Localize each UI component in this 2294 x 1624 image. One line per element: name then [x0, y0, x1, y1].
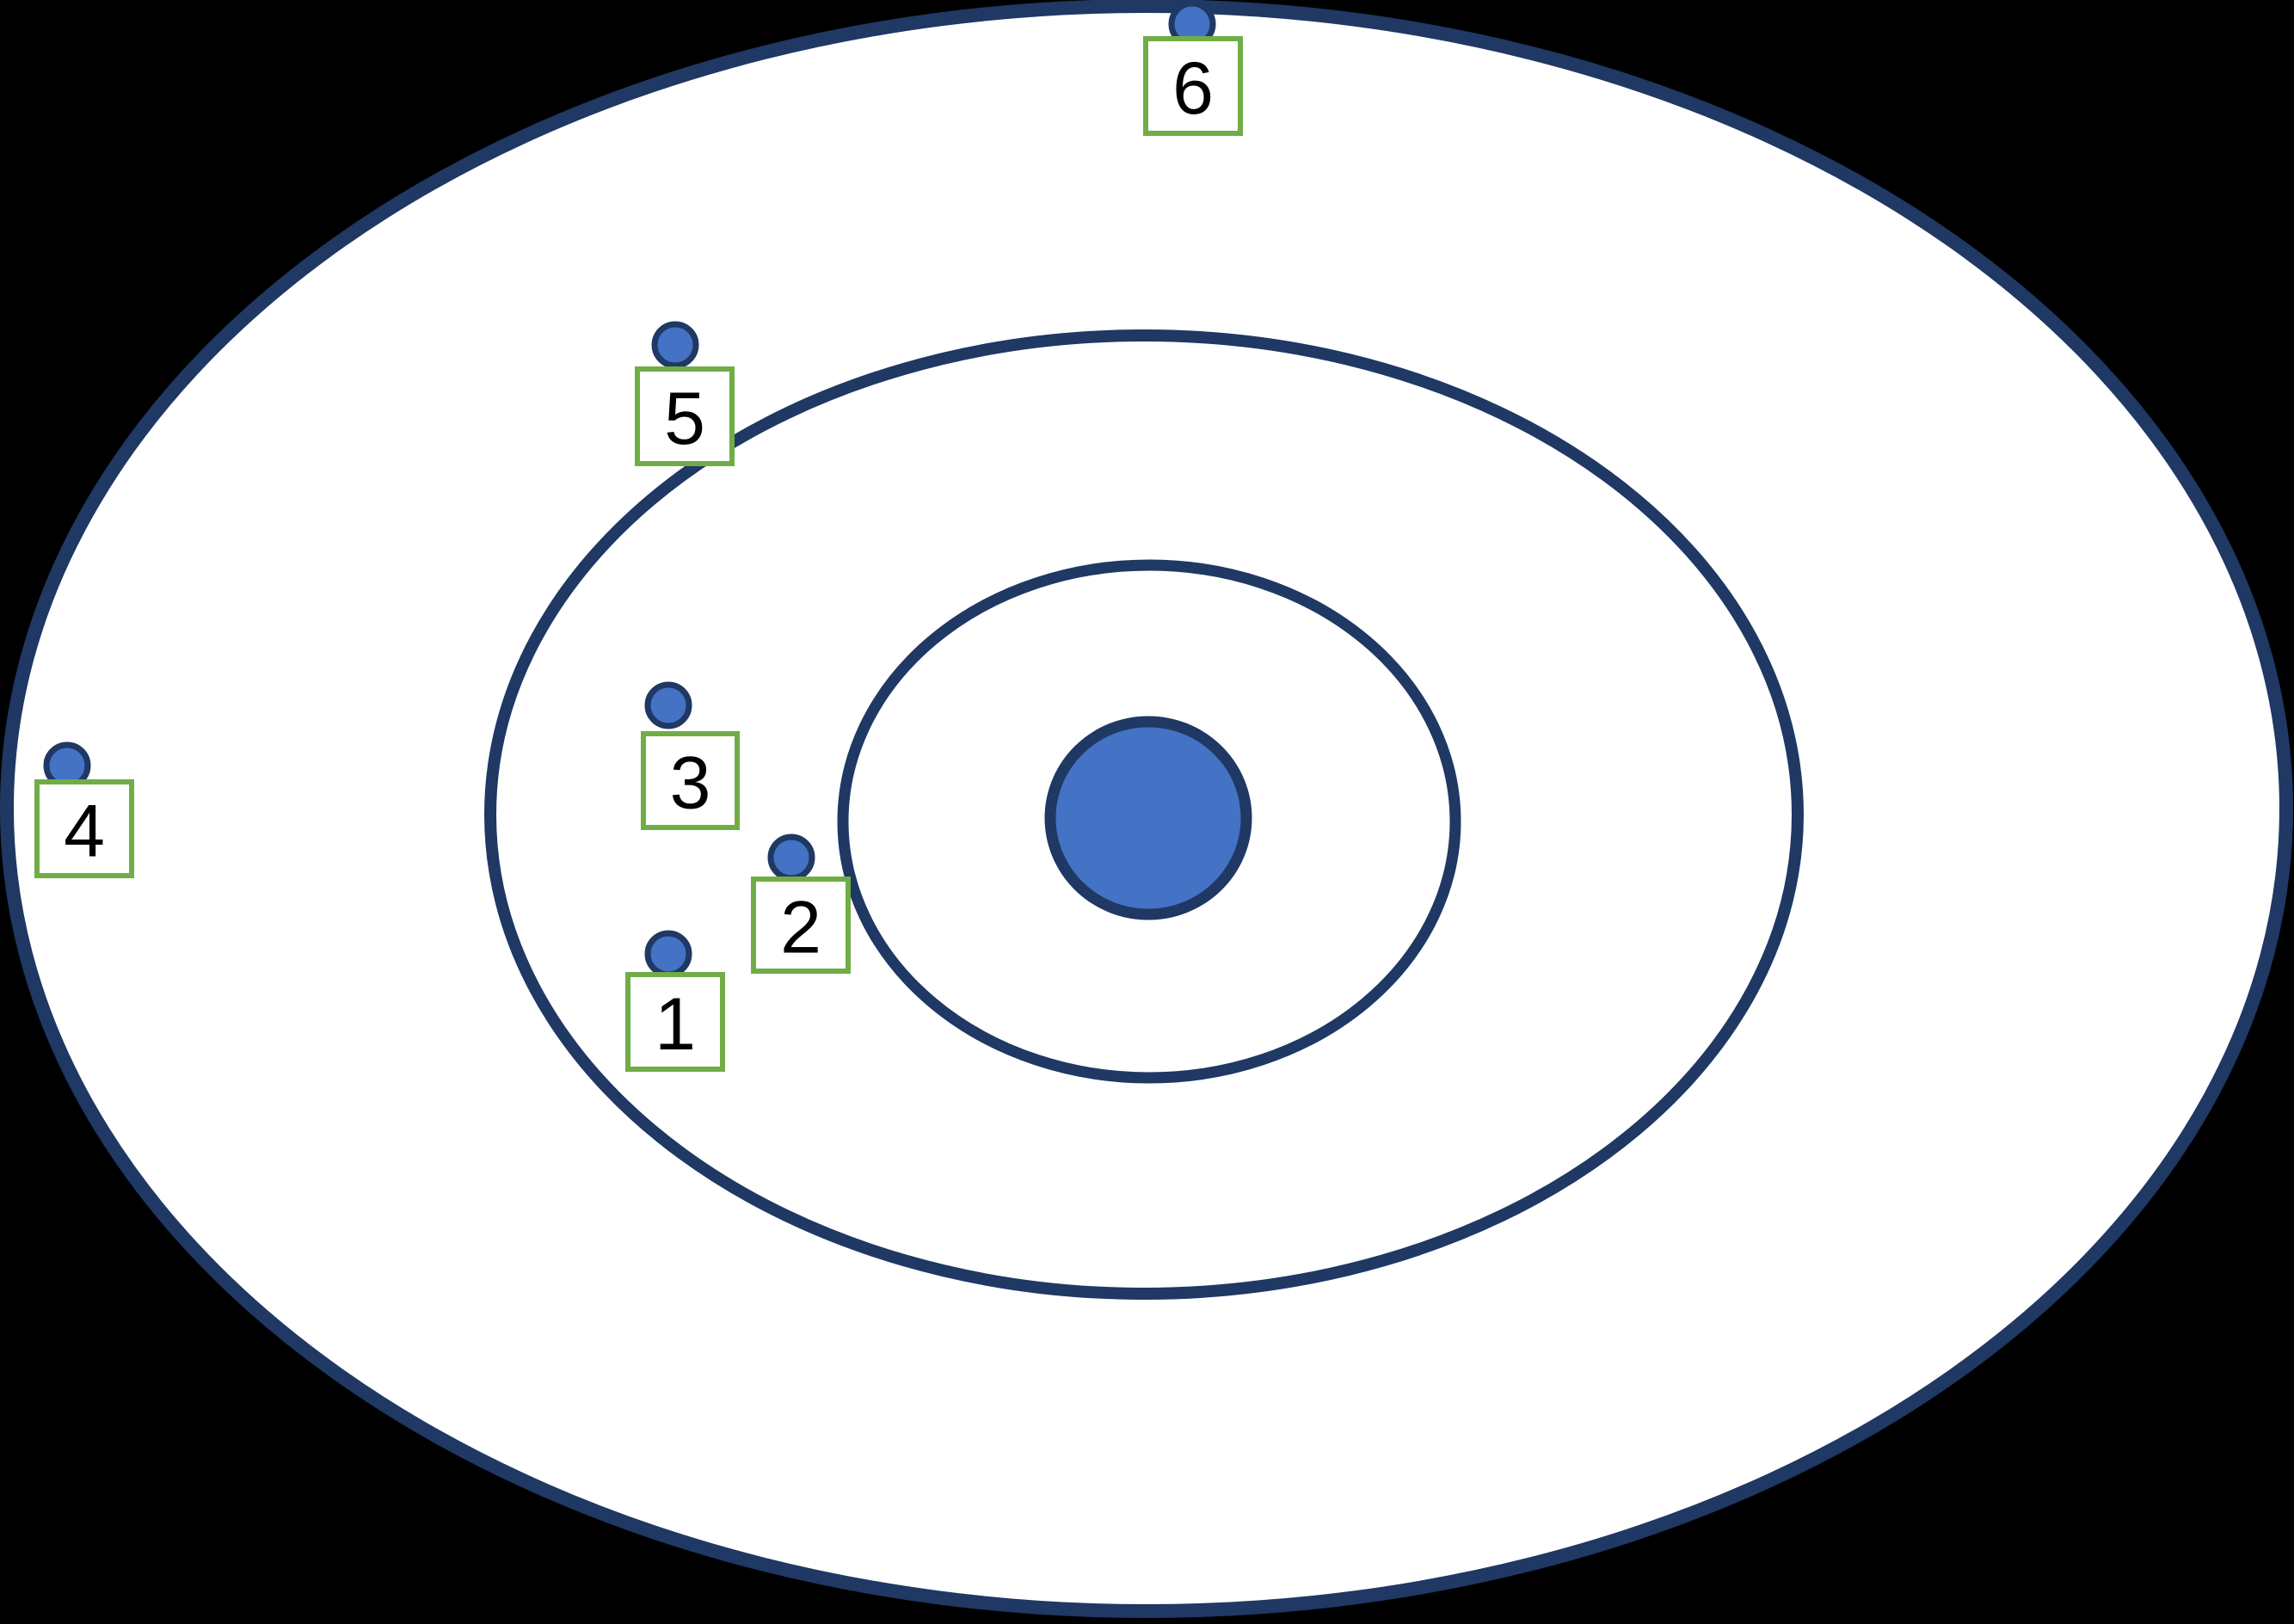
- marker-4[interactable]: 4: [34, 741, 134, 878]
- marker-dot-icon[interactable]: [651, 321, 699, 369]
- marker-label-box[interactable]: [635, 366, 735, 466]
- marker-dot-icon[interactable]: [644, 681, 692, 729]
- marker-label-text: 1: [655, 983, 696, 1066]
- marker-label-text: 4: [64, 790, 105, 873]
- marker-dot-icon[interactable]: [767, 834, 815, 882]
- marker-3[interactable]: 3: [641, 681, 740, 830]
- marker-2[interactable]: 2: [751, 834, 851, 974]
- marker-6[interactable]: 6: [1143, 0, 1243, 136]
- marker-label-box[interactable]: [1143, 36, 1243, 136]
- marker-label-box[interactable]: [751, 877, 851, 974]
- core-circle[interactable]: [1044, 716, 1252, 920]
- marker-label-text: 6: [1172, 47, 1214, 130]
- marker-label-text: 3: [670, 742, 711, 825]
- marker-5[interactable]: 5: [635, 321, 735, 466]
- marker-label-text: 5: [664, 378, 705, 460]
- marker-1[interactable]: 1: [625, 930, 725, 1072]
- marker-label-box[interactable]: [641, 731, 740, 830]
- marker-label-text: 2: [780, 887, 821, 969]
- marker-dot-icon[interactable]: [644, 930, 692, 978]
- marker-label-box[interactable]: [625, 972, 725, 1072]
- marker-label-box[interactable]: [34, 779, 134, 878]
